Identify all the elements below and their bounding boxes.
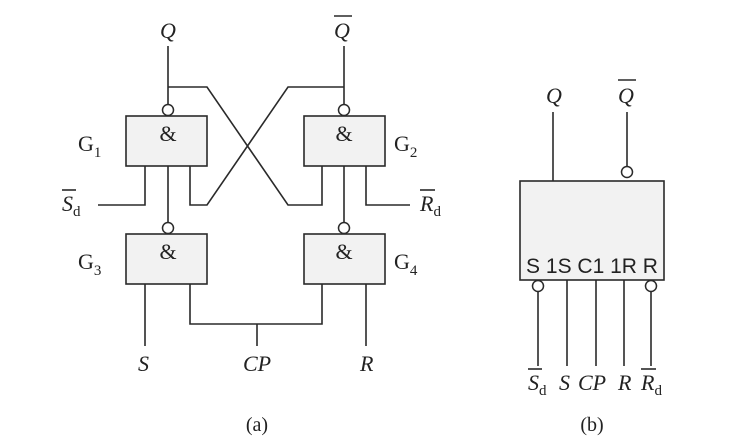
g2-label: G2 xyxy=(394,131,417,161)
b-label-r: R xyxy=(617,370,632,395)
g2-symbol: & xyxy=(335,121,352,146)
a-label-q: Q xyxy=(160,18,176,43)
a-label-sd: Sd xyxy=(62,191,81,220)
b-label-sd: Sd xyxy=(528,370,547,399)
a-label-r: R xyxy=(359,351,374,376)
b-rd-bubble xyxy=(644,279,658,293)
a-wire-qbar-to-g1 xyxy=(189,86,344,206)
g4-output-bubble xyxy=(337,221,351,235)
diagram-b: Q Q S 1S C1 1R R Sd S CP R Rd (b) xyxy=(519,79,665,436)
g1-symbol: & xyxy=(159,121,176,146)
g3-symbol: & xyxy=(159,239,176,264)
g2-output-bubble xyxy=(337,103,351,117)
b-label-rd: Rd xyxy=(640,370,662,399)
b-pin-labels: S 1S C1 1R R xyxy=(526,255,658,278)
b-label-cp: CP xyxy=(578,370,606,395)
b-label-q-bar: Q xyxy=(618,83,634,108)
g3-output-bubble xyxy=(161,221,175,235)
b-flip-flop-box xyxy=(519,180,665,281)
b-sd-bubble xyxy=(531,279,545,293)
gate-g4 xyxy=(303,233,386,285)
a-label-cp: CP xyxy=(243,351,271,376)
g4-label: G4 xyxy=(394,249,418,279)
a-label-rd: Rd xyxy=(419,191,441,220)
a-label-q-bar: Q xyxy=(334,18,350,43)
a-label-s: S xyxy=(138,351,149,376)
b-q-bar-bubble xyxy=(620,165,634,179)
g1-output-bubble xyxy=(161,103,175,117)
gate-g1 xyxy=(125,115,208,167)
diagram-a: Q Q & G1 & G2 Sd Rd & G3 xyxy=(62,15,441,436)
g1-label: G1 xyxy=(78,131,101,161)
a-wire-q-to-g2 xyxy=(168,86,323,206)
a-wire-cp-bus xyxy=(189,284,323,325)
g3-label: G3 xyxy=(78,249,101,279)
caption-b: (b) xyxy=(580,414,603,436)
caption-a: (a) xyxy=(246,414,268,436)
b-label-q: Q xyxy=(546,83,562,108)
a-wire-sd xyxy=(98,166,146,206)
a-wire-rd xyxy=(365,166,410,206)
b-label-s: S xyxy=(559,370,570,395)
g4-symbol: & xyxy=(335,239,352,264)
